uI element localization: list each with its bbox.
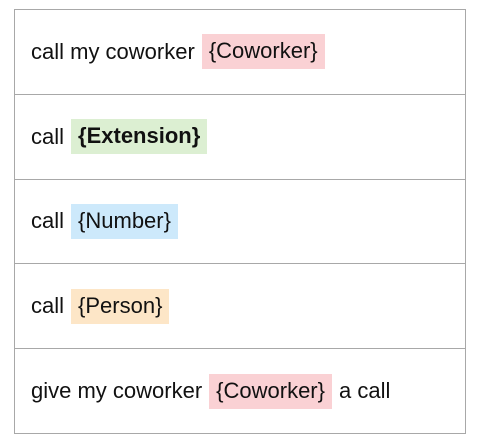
- slot-extension: {Extension}: [71, 119, 208, 155]
- utterance-text: give my coworker: [31, 378, 203, 404]
- slot-coworker: {Coworker}: [209, 373, 332, 409]
- utterance-text: call: [31, 208, 65, 234]
- slot-person: {Person}: [71, 288, 170, 324]
- utterance-text: call: [31, 123, 65, 149]
- utterance-text: a call: [339, 378, 391, 404]
- slot-coworker: {Coworker}: [201, 34, 325, 70]
- utterance-text: call my coworker: [31, 38, 195, 64]
- utterance-row: call {Extension}: [15, 95, 465, 180]
- utterance-table: call my coworker {Coworker} call {Extens…: [14, 9, 466, 434]
- slot-number: {Number}: [71, 203, 178, 239]
- utterance-text: call: [31, 293, 65, 319]
- utterance-row: call my coworker {Coworker}: [15, 10, 465, 95]
- utterance-row: give my coworker {Coworker} a call: [15, 349, 465, 433]
- utterance-row: call {Number}: [15, 180, 465, 265]
- utterance-row: call {Person}: [15, 264, 465, 350]
